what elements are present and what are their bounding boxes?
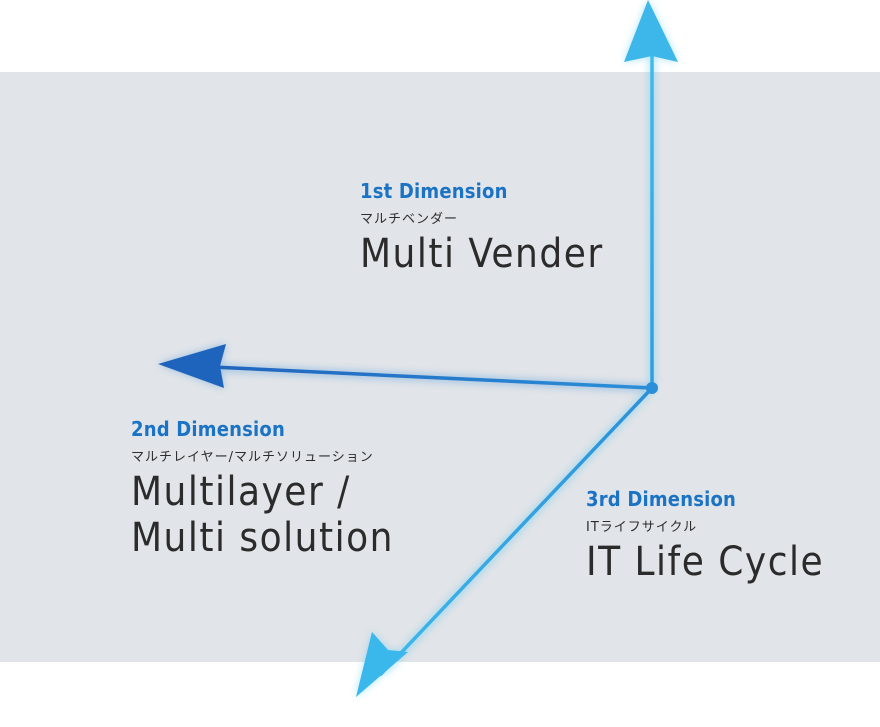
dimension-3-label-group: 3rd Dimension ITライフサイクル IT Life Cycle [586,487,824,585]
dimension-3-name: IT Life Cycle [586,539,825,585]
dimension-2-name-line-2: Multi solution [131,515,394,561]
dimension-1-name: Multi Vender [360,231,604,277]
dimension-2-title: 2nd Dimension [131,417,285,441]
axis-3rd-dimension-arrowhead [356,632,408,697]
dimension-1-kana: マルチベンダー [360,212,459,227]
dimension-2-name-line-1: Multilayer / [131,469,351,515]
dimension-3-kana: ITライフサイクル [586,520,698,535]
dimension-3-title: 3rd Dimension [586,487,737,511]
background-panel [0,72,880,662]
dimension-1-label-group: 1st Dimension マルチベンダー Multi Vender [360,179,604,277]
axis-2nd-dimension-line [211,365,653,390]
axis-origin-dot [646,382,658,394]
axis-1st-dimension-arrowhead [624,0,678,62]
dimension-2-kana: マルチレイヤー/マルチソリューション [131,450,374,465]
axis-3rd-dimension-line [378,386,654,677]
axis-2nd-dimension-arrowhead [158,344,226,388]
axis-glow [158,0,678,697]
dimension-2-label-group: 2nd Dimension マルチレイヤー/マルチソリューション Multila… [131,417,394,561]
dimension-1-title: 1st Dimension [360,179,508,203]
